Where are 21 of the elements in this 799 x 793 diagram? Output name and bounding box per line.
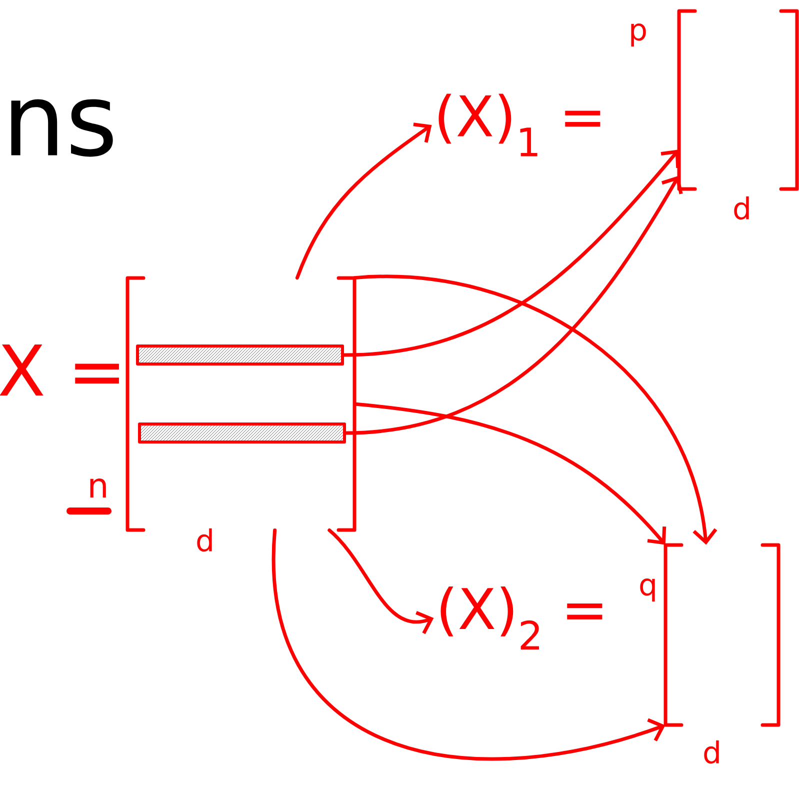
hatched-row (138, 422, 346, 444)
arrow (272, 528, 666, 760)
dimension-label: X = (0, 344, 119, 396)
heading-fragment: ns (11, 99, 113, 157)
dimension-label: d (197, 528, 212, 552)
matrix-bracket (664, 543, 780, 727)
arrow (328, 528, 434, 634)
dimension-label: p (631, 23, 646, 47)
arrow (352, 402, 666, 545)
arrow (344, 176, 683, 435)
formula-label: (X)$_{2}$ = (440, 586, 602, 650)
arrow (342, 150, 680, 357)
matrix-bracket (677, 9, 799, 191)
hatched-row (136, 344, 344, 366)
arrow (295, 122, 432, 280)
arrow (352, 274, 718, 545)
dimension-label: d (704, 740, 719, 764)
dimension-label: q (640, 578, 655, 602)
dimension-label: n (90, 478, 106, 498)
formula-label: (X)$_{1}$ = (438, 94, 600, 156)
dimension-label: d (734, 196, 749, 220)
